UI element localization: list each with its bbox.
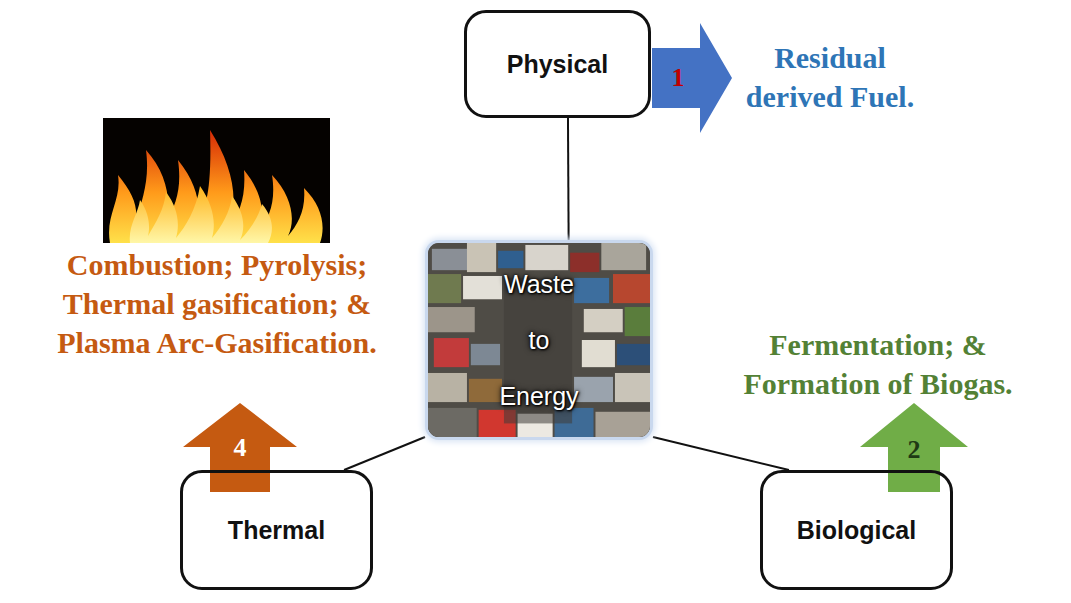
- callout-number: 4: [234, 433, 247, 463]
- output-label: Fermentation; & Formation of Biogas.: [718, 325, 1038, 403]
- box-label: Physical: [507, 50, 608, 79]
- process-box: Biological: [760, 470, 953, 590]
- output-label: Combustion; Pyrolysis; Thermal gasificat…: [27, 245, 407, 362]
- connector-line: [567, 118, 570, 240]
- block-arrow: [652, 23, 732, 133]
- box-label: Thermal: [228, 516, 325, 545]
- process-box: Physical: [464, 10, 651, 118]
- hub-title: Waste to Energy: [494, 256, 584, 424]
- process-box: Thermal: [180, 470, 373, 590]
- block-arrow: [860, 403, 968, 492]
- fire-picture: [103, 118, 330, 243]
- connector-line: [653, 437, 789, 470]
- callout-number: 2: [908, 435, 921, 465]
- box-label: Biological: [797, 516, 916, 545]
- connector-line: [344, 437, 425, 470]
- hub-picture-box: Waste to Energy: [425, 240, 653, 440]
- output-label: Residual derived Fuel.: [730, 38, 930, 116]
- block-arrow: [183, 403, 297, 492]
- callout-number: 1: [672, 63, 685, 93]
